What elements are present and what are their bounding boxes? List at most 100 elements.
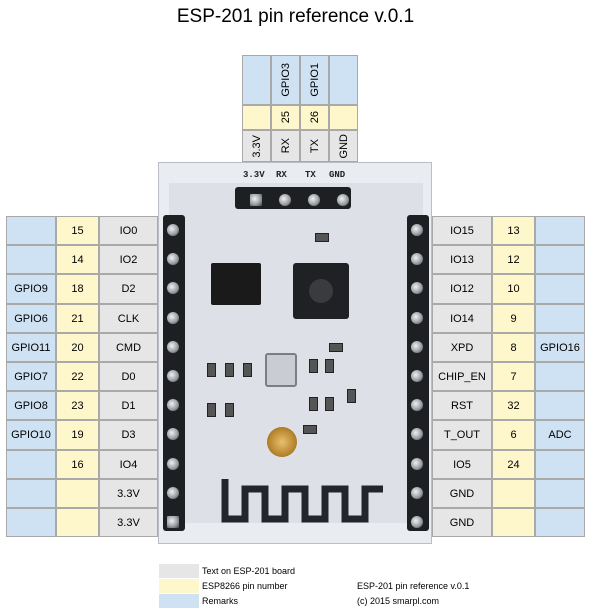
silk-label: 3.3V [243, 170, 265, 180]
top-remark-cell [242, 55, 271, 105]
right-remark-cell [535, 391, 585, 420]
silk-label: GND [329, 170, 345, 180]
right-esp-cell: 7 [492, 362, 535, 391]
right-esp-cell-text: 6 [510, 429, 516, 441]
right-esp-cell-text: 10 [507, 283, 519, 295]
left-esp-cell: 14 [56, 245, 99, 274]
left-remark-cell: GPIO9 [6, 274, 56, 304]
left-remark-cell: GPIO6 [6, 304, 56, 333]
left-board-cell-text: CLK [118, 313, 139, 325]
right-board-cell-text: IO15 [450, 225, 474, 237]
left-remark-cell [6, 245, 56, 274]
left-board-cell-text: 3.3V [117, 517, 140, 529]
left-esp-cell [56, 479, 99, 508]
left-esp-cell-text: 18 [71, 283, 83, 295]
pcb-antenna [219, 475, 389, 523]
right-remark-cell [535, 216, 585, 245]
right-board-cell: T_OUT [432, 420, 492, 450]
legend-label: ESP8266 pin number [202, 581, 288, 591]
left-esp-cell: 23 [56, 391, 99, 420]
top-esp-cell [329, 105, 358, 130]
right-board-cell-text: RST [451, 400, 473, 412]
top-esp-cell [242, 105, 271, 130]
footer-version: ESP-201 pin reference v.0.1 [357, 581, 469, 591]
right-esp-cell-text: 13 [507, 225, 519, 237]
legend-label: Text on ESP-201 board [202, 566, 295, 576]
top-remark-cell: GPIO3 [271, 55, 300, 105]
top-remark-cell-text: GPIO3 [280, 63, 292, 97]
legend-swatch-esp [159, 579, 199, 593]
left-esp-cell: 15 [56, 216, 99, 245]
right-esp-cell-text: 12 [507, 254, 519, 266]
right-board-cell: RST [432, 391, 492, 420]
left-remark-cell: GPIO8 [6, 391, 56, 420]
right-esp-cell-text: 9 [510, 313, 516, 325]
right-remark-cell: GPIO16 [535, 333, 585, 362]
left-remark-cell-text: GPIO9 [14, 283, 48, 295]
right-remark-cell [535, 245, 585, 274]
right-remark-cell [535, 274, 585, 304]
right-remark-cell-text: GPIO16 [540, 342, 580, 354]
left-board-cell-text: D3 [121, 429, 135, 441]
esp201-board: 3.3V RX TX GND [158, 162, 432, 544]
top-board-cell-text: 3.3V [251, 135, 263, 158]
right-board-cell: IO14 [432, 304, 492, 333]
right-board-cell-text: GND [450, 488, 474, 500]
header-pin [410, 369, 424, 383]
smd-component [315, 233, 329, 242]
esp8266-chip [293, 263, 349, 319]
top-board-cell: 3.3V [242, 130, 271, 162]
left-esp-cell-text: 14 [71, 254, 83, 266]
left-esp-cell [56, 508, 99, 537]
header-pin [410, 311, 424, 325]
flash-chip [211, 263, 261, 305]
top-esp-cell-text: 26 [309, 111, 321, 123]
right-board-cell: IO12 [432, 274, 492, 304]
ufl-connector [267, 427, 297, 457]
page-title: ESP-201 pin reference v.0.1 [0, 6, 591, 28]
right-board-cell: CHIP_EN [432, 362, 492, 391]
right-remark-cell [535, 362, 585, 391]
right-remark-cell-text: ADC [548, 429, 571, 441]
left-esp-cell-text: 23 [71, 400, 83, 412]
top-remark-cell [329, 55, 358, 105]
right-esp-cell-text: 24 [507, 459, 519, 471]
left-board-cell: CLK [99, 304, 158, 333]
left-remark-cell-text: GPIO11 [12, 342, 51, 354]
right-board-cell-text: IO5 [453, 459, 471, 471]
left-esp-cell-text: 16 [71, 459, 83, 471]
top-board-cell-text: GND [338, 134, 350, 158]
left-board-cell-text: 3.3V [117, 488, 140, 500]
left-board-cell: D0 [99, 362, 158, 391]
header-pin [336, 193, 350, 207]
right-board-cell-text: IO14 [450, 313, 474, 325]
right-esp-cell [492, 479, 535, 508]
top-remark-cell: GPIO1 [300, 55, 329, 105]
right-esp-cell-text: 8 [510, 342, 516, 354]
header-pin [166, 311, 180, 325]
right-board-cell-text: IO13 [450, 254, 474, 266]
top-remark-cell-text: GPIO1 [309, 63, 321, 97]
right-board-cell-text: CHIP_EN [438, 371, 486, 383]
silk-label: RX [276, 170, 287, 180]
left-esp-cell-text: 19 [71, 429, 83, 441]
smd-component [329, 343, 343, 352]
header-pin [410, 515, 424, 529]
right-esp-cell-text: 32 [507, 400, 519, 412]
smd-component [303, 425, 317, 434]
left-board-cell: IO2 [99, 245, 158, 274]
top-board-cell: GND [329, 130, 358, 162]
smd-component [207, 403, 216, 417]
header-pin [278, 193, 292, 207]
left-board-cell: D3 [99, 420, 158, 450]
right-esp-cell: 13 [492, 216, 535, 245]
right-esp-cell [492, 508, 535, 537]
left-esp-cell: 21 [56, 304, 99, 333]
left-remark-cell [6, 479, 56, 508]
left-remark-cell-text: GPIO8 [14, 400, 48, 412]
left-board-cell-text: D1 [121, 400, 135, 412]
left-board-cell-text: D0 [121, 371, 135, 383]
left-board-cell: IO4 [99, 450, 158, 479]
header-pin [249, 193, 263, 207]
right-esp-cell: 32 [492, 391, 535, 420]
